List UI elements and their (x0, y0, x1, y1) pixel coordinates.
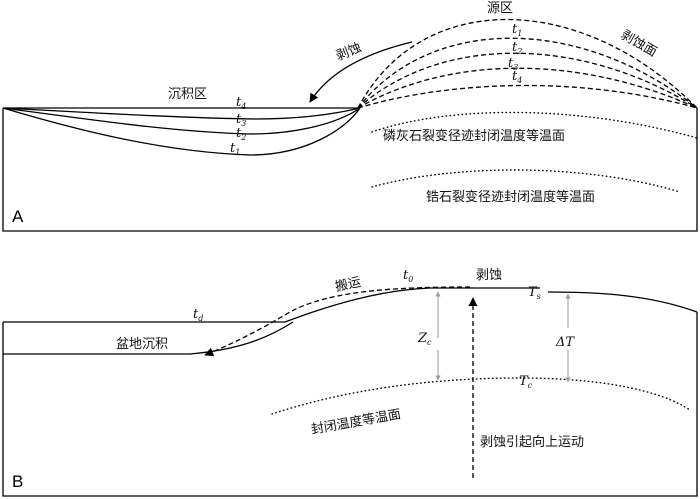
td-label: td (193, 307, 203, 323)
t0-label: t0 (403, 268, 413, 284)
basin-layer-t3 (2, 107, 361, 120)
basin-deposition-label: 盆地沉积 (116, 337, 168, 352)
erosion-label-b: 剥蚀 (476, 268, 502, 283)
apatite-isotherm-label: 磷灰石裂变径迹封闭温度等温面 (383, 128, 565, 144)
zircon-isotherm-line (371, 169, 681, 193)
basin-t2-label: t2 (236, 126, 246, 142)
panel-b: 搬运 t0 剥蚀 Ts td Zc ΔT 盆地沉积 Tc 封闭温度等温面 剥蚀引… (2, 268, 698, 497)
panel-a: 源区 剥蚀 剥蚀面 沉积区 磷灰石裂变径迹封闭温度等温面 锆石裂变径迹封闭温度等… (2, 1, 698, 232)
topography-left (284, 287, 540, 323)
topography-right (547, 291, 698, 313)
panel-b-frame (2, 312, 698, 497)
tc-label: Tc (519, 374, 533, 390)
closure-isotherm-label: 封闭温度等温面 (310, 406, 402, 438)
uplift-label: 剥蚀引起向上运动 (480, 434, 584, 450)
paleo-surface-t3 (357, 52, 698, 109)
panel-b-label: B (12, 472, 23, 491)
zc-label: Zc (417, 331, 432, 347)
transport-label: 搬运 (334, 275, 363, 295)
deposition-area-label: 沉积区 (168, 87, 207, 102)
surface-t1-label: t1 (512, 22, 522, 38)
source-area-label: 源区 (487, 1, 513, 16)
paleo-surface-t4 (357, 67, 698, 109)
present-surface (357, 84, 698, 109)
zircon-isotherm-label: 锆石裂变径迹封闭温度等温面 (426, 189, 595, 205)
surface-t4-label: t4 (512, 69, 522, 85)
paleo-surface-t1 (357, 18, 698, 109)
surface-t2-label: t2 (512, 40, 522, 56)
delta-t-label: ΔT (555, 335, 575, 350)
ts-label: Ts (528, 285, 541, 301)
basin-layer-t2 (2, 107, 361, 135)
closure-isotherm-line (271, 377, 691, 415)
erosion-surface-label: 剥蚀面 (618, 28, 659, 60)
basin-bottom-b (3, 321, 294, 355)
erosion-arrow (309, 41, 413, 103)
surface-t3-label: t3 (508, 56, 518, 72)
panel-a-frame (2, 108, 698, 232)
basin-t1-label: t1 (230, 141, 240, 157)
basin-t4-label: t4 (236, 95, 246, 111)
panel-a-label: A (12, 207, 24, 226)
basin-layer-t1 (2, 107, 361, 156)
basin-t3-label: t3 (236, 112, 246, 128)
